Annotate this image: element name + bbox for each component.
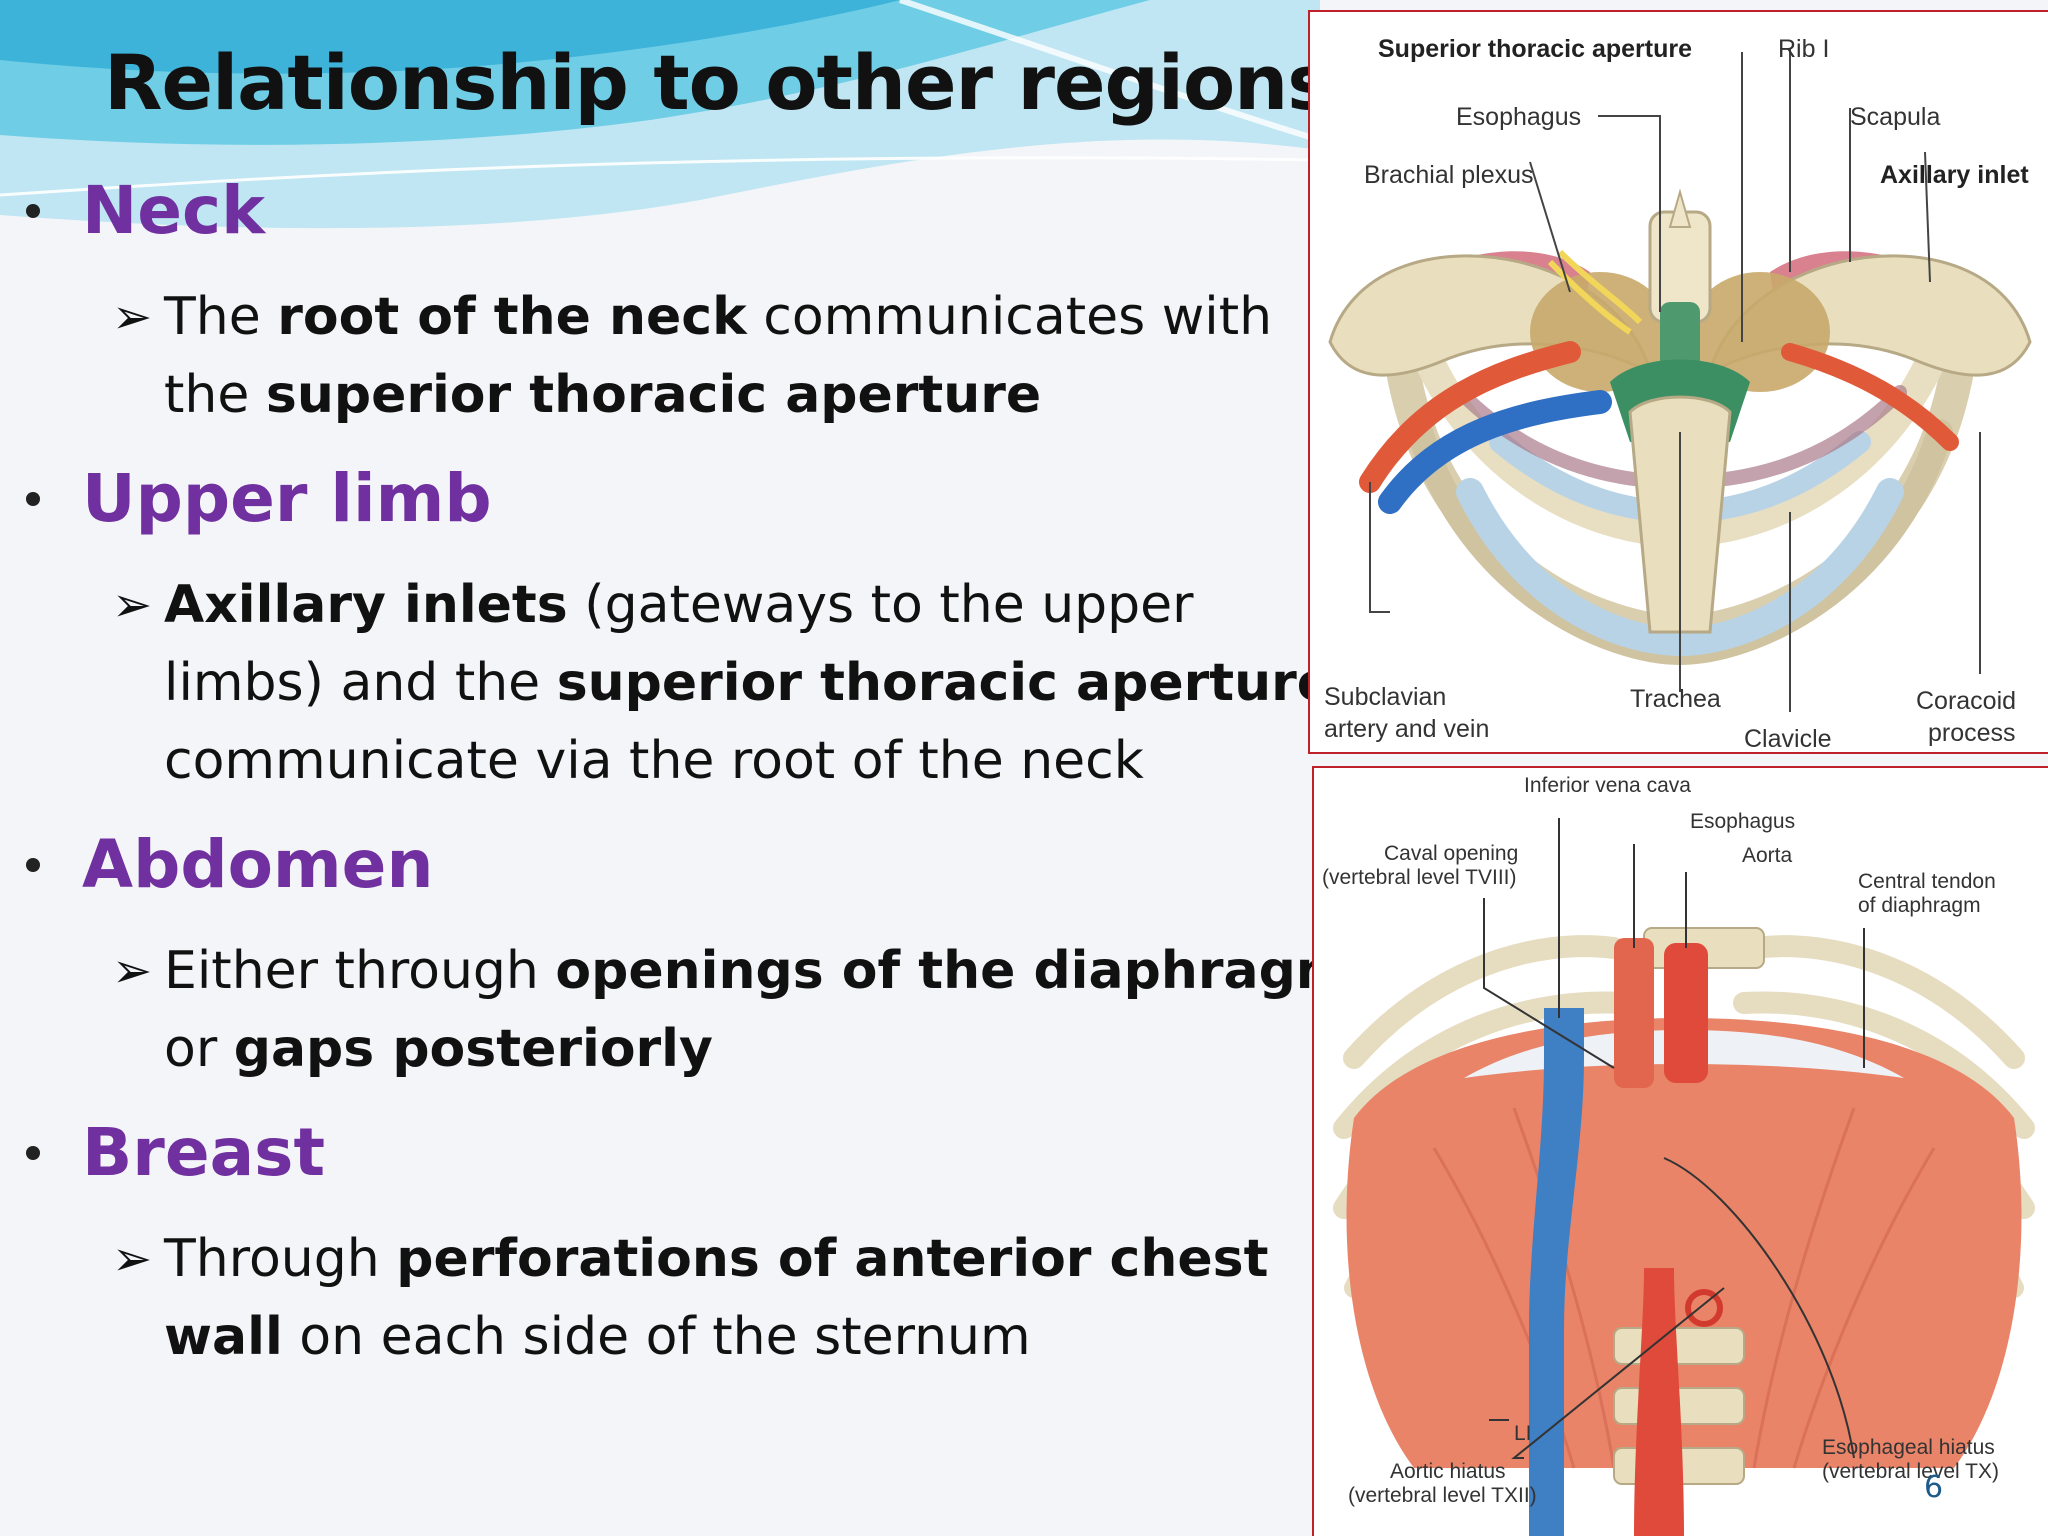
label-caval-opening-line-2: (vertebral level TVIII) [1322, 866, 1517, 889]
sub-bullet-abdomen: ➢ Either through openings of the diaphra… [112, 932, 1354, 1088]
heading-upper-limb: Upper limb [82, 460, 492, 537]
sub-text-upper-limb: Axillary inlets (gateways to the upper l… [164, 566, 1354, 800]
text-run: communicate via the root of the neck [164, 731, 1144, 791]
label-esophageal-hiatus-line-1: Esophageal hiatus [1822, 1436, 1995, 1459]
label-aortic-hiatus-line-1: Aortic hiatus [1390, 1460, 1506, 1483]
heading-breast: Breast [82, 1114, 325, 1191]
arrow-bullet-icon: ➢ [112, 1231, 153, 1287]
page-number: 6 [1924, 1470, 1944, 1505]
label-inferior-vena-cava: Inferior vena cava [1524, 774, 1691, 797]
bullet-dot [26, 203, 40, 218]
bullet-dot [26, 1145, 40, 1160]
label-caval-opening-line-1: Caval opening [1384, 842, 1519, 865]
label-esophagus: Esophagus [1456, 103, 1582, 131]
label-superior-thoracic-aperture: Superior thoracic aperture [1378, 35, 1692, 63]
arrow-bullet-icon: ➢ [112, 577, 153, 633]
heading-neck: Neck [82, 172, 266, 249]
label-aortic-hiatus-line-2: (vertebral level TXII) [1348, 1484, 1537, 1507]
label-trachea: Trachea [1630, 685, 1721, 713]
sub-bullet-neck: ➢ The root of the neck communicates with… [112, 278, 1354, 434]
label-central-tendon-line-2: of diaphragm [1858, 894, 1981, 917]
bullet-abdomen: Abdomen [26, 826, 433, 903]
heading-abdomen: Abdomen [82, 826, 434, 903]
sub-text-breast: Through perforations of anterior chest w… [164, 1220, 1354, 1376]
label-esophagus-bottom: Esophagus [1690, 810, 1796, 833]
arrow-bullet-icon: ➢ [112, 289, 153, 345]
label-subclavian-line-1: Subclavian [1324, 683, 1447, 711]
text-run: on each side of the sternum [282, 1307, 1031, 1367]
bullet-dot [26, 857, 40, 872]
label-rib-1: Rib I [1778, 35, 1830, 63]
text-run: The [164, 287, 278, 347]
label-coracoid-line-2: process [1928, 719, 2016, 747]
slide-title: Relationship to other regions [104, 38, 1333, 127]
diaphragm-illustration [1333, 818, 2035, 1536]
bullet-dot [26, 491, 40, 506]
label-central-tendon-line-1: Central tendon [1858, 870, 1996, 893]
figure-superior-thoracic-aperture: Superior thoracic aperture Rib I Esophag… [1308, 10, 2048, 754]
label-subclavian-line-2: artery and vein [1324, 715, 1490, 743]
bold-text-run: superior thoracic aperture [556, 653, 1333, 713]
label-scapula: Scapula [1850, 103, 1941, 131]
figure-diaphragm-openings: Inferior vena cava Esophagus Aorta Caval… [1312, 766, 2048, 1536]
bold-text-run: Axillary inlets [164, 575, 568, 635]
text-run: communicates with the [164, 287, 1273, 425]
bullet-neck: Neck [26, 172, 265, 249]
bold-text-run: openings of the diaphragm [555, 941, 1350, 1001]
text-run: or [164, 1019, 234, 1079]
label-axillary-inlet: Axillary inlet [1880, 161, 2029, 189]
bullet-upper-limb: Upper limb [26, 460, 492, 537]
sub-bullet-breast: ➢ Through perforations of anterior chest… [112, 1220, 1354, 1376]
thoracic-aperture-illustration [1328, 48, 2032, 712]
text-run: Either through [164, 941, 556, 1001]
label-coracoid-line-1: Coracoid [1916, 687, 2017, 715]
sub-text-abdomen: Either through openings of the diaphragm… [164, 932, 1354, 1088]
label-clavicle: Clavicle [1744, 725, 1832, 753]
label-aorta: Aorta [1742, 844, 1793, 867]
header-wave-decoration [0, 0, 1320, 229]
bold-text-run: root of the neck [277, 287, 747, 347]
text-run: (gateways to the upper limbs) and the [164, 575, 1194, 713]
bullet-breast: Breast [26, 1114, 325, 1191]
sub-text-neck: The root of the neck communicates with t… [164, 278, 1354, 434]
bold-text-run: perforations of anterior chest wall [164, 1229, 1269, 1367]
label-esophageal-hiatus-line-2: (vertebral level TX) [1822, 1460, 2000, 1483]
label-brachial-plexus: Brachial plexus [1364, 161, 1534, 189]
sub-bullet-upper-limb: ➢ Axillary inlets (gateways to the upper… [112, 566, 1354, 800]
arrow-bullet-icon: ➢ [112, 943, 153, 999]
text-run: Through [164, 1229, 397, 1289]
label-l1: LI [1514, 1422, 1532, 1445]
bold-text-run: superior thoracic aperture [265, 365, 1042, 425]
bold-text-run: gaps posteriorly [233, 1019, 713, 1079]
